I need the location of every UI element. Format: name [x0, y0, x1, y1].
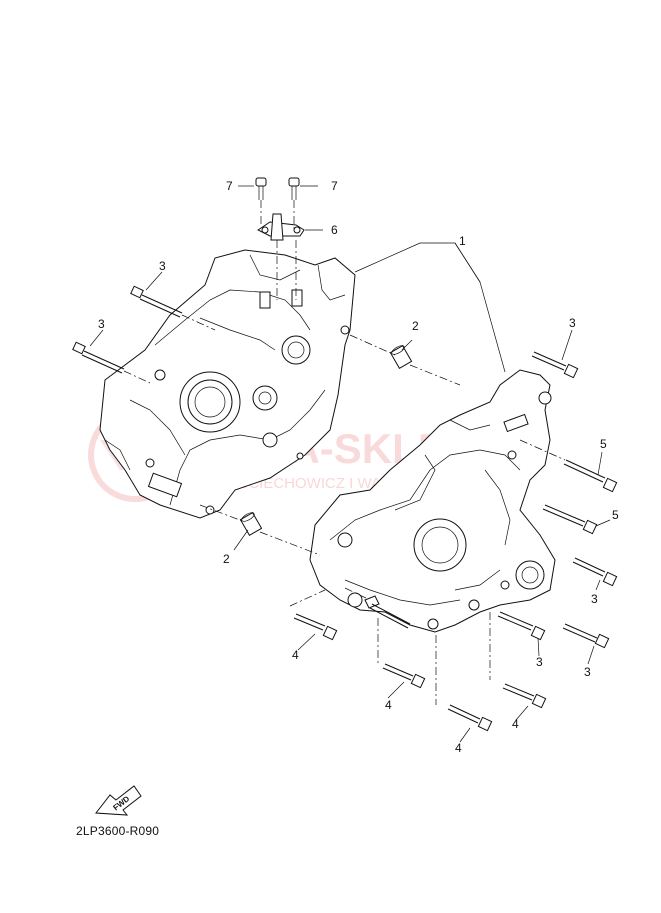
- callout-part-5-lower: 5: [612, 508, 619, 522]
- callout-part-2-upper: 2: [412, 319, 419, 333]
- callout-part-7-left: 7: [226, 179, 233, 193]
- callout-labels: 1 2 2 3 3 3 3 3 3 4 4 4 4 5 5 6 7 7: [98, 179, 619, 755]
- callout-part-3-upper-right: 3: [569, 316, 576, 330]
- callout-part-4-middle: 4: [385, 698, 392, 712]
- callout-part-4-bottom: 4: [455, 741, 462, 755]
- diagram-reference-code: 2LP3600-R090: [76, 824, 160, 838]
- bottom-bolts: [289, 587, 547, 743]
- callout-part-5-upper: 5: [600, 437, 607, 451]
- callout-part-4-right: 4: [512, 717, 519, 731]
- right-bolts: [497, 329, 618, 665]
- right-crankcase: [309, 369, 556, 633]
- callout-part-7-right: 7: [331, 179, 338, 193]
- callout-part-3-upper-left: 3: [159, 259, 166, 273]
- left-bolts: [72, 271, 216, 384]
- dowel-pins: [199, 334, 461, 556]
- callout-part-3-lower-middle: 3: [536, 655, 543, 669]
- callout-part-4-left: 4: [292, 648, 299, 662]
- callout-part-3-right: 3: [591, 592, 598, 606]
- leader-part-1: [354, 242, 506, 373]
- callout-part-2-lower: 2: [223, 552, 230, 566]
- left-crankcase: [99, 249, 356, 519]
- callout-part-3-left: 3: [98, 317, 105, 331]
- callout-part-1: 1: [459, 234, 466, 248]
- bracket-assembly: [238, 177, 323, 300]
- callout-part-6: 6: [331, 223, 338, 237]
- callout-part-3-lower-right: 3: [584, 665, 591, 679]
- fwd-arrow-icon: FWD: [95, 785, 142, 816]
